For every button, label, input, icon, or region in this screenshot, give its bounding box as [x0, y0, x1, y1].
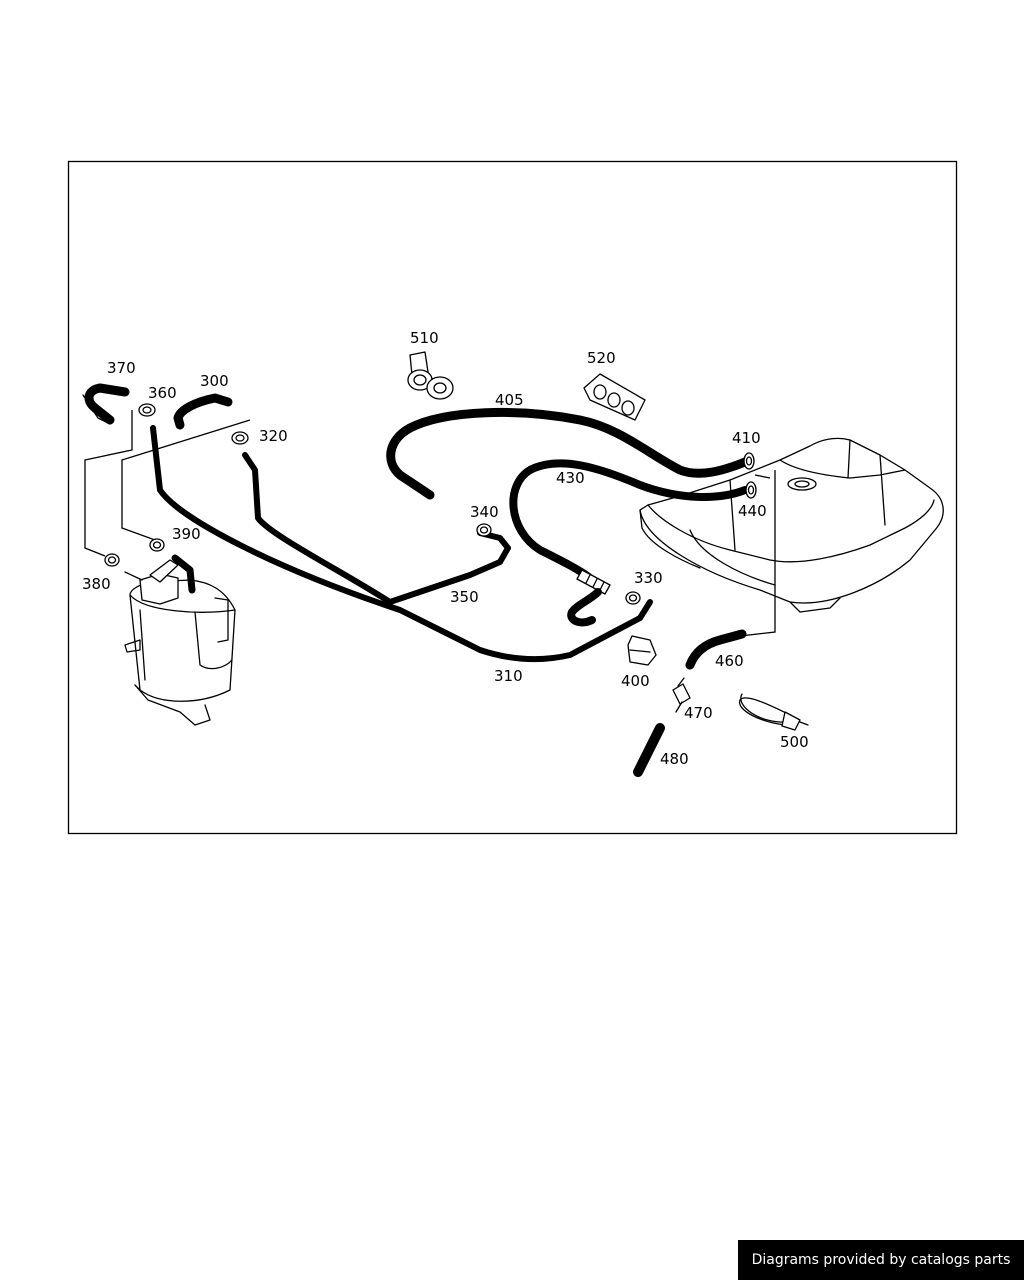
strap-500	[739, 693, 809, 731]
fuel-line-310	[150, 425, 653, 663]
credit-banner: Diagrams provided by catalogs parts	[738, 1240, 1024, 1280]
label-500: 500	[780, 733, 809, 751]
bracket-510	[407, 351, 454, 400]
label-380: 380	[82, 575, 111, 593]
credit-text: Diagrams provided by catalogs parts	[751, 1252, 1011, 1268]
clamp-330	[625, 591, 641, 605]
leader-lines	[84, 410, 776, 637]
label-410: 410	[732, 429, 761, 447]
label-340: 340	[470, 503, 499, 521]
clamp-340	[476, 523, 492, 537]
label-480: 480	[660, 750, 689, 768]
clamp-320	[231, 431, 249, 445]
clamp-440	[745, 481, 757, 499]
label-430: 430	[556, 469, 585, 487]
clamp-410	[743, 452, 755, 470]
diagram-frame	[67, 160, 958, 835]
label-360: 360	[148, 384, 177, 402]
hose-430	[509, 459, 749, 627]
label-460: 460	[715, 652, 744, 670]
clip-400	[627, 635, 657, 666]
label-390: 390	[172, 525, 201, 543]
charcoal-canister	[124, 554, 236, 726]
clamp-360	[138, 403, 156, 417]
label-470: 470	[684, 704, 713, 722]
bracket-520	[583, 373, 646, 421]
label-300: 300	[200, 372, 229, 390]
label-350: 350	[450, 588, 479, 606]
label-320: 320	[259, 427, 288, 445]
hose-370	[82, 383, 130, 425]
hose-405	[386, 407, 750, 500]
label-405: 405	[495, 391, 524, 409]
clamp-390	[149, 538, 165, 552]
fuel-line-350	[242, 452, 511, 605]
hose-300	[173, 393, 233, 430]
label-330: 330	[634, 569, 663, 587]
label-310: 310	[494, 667, 523, 685]
hose-460	[685, 629, 747, 670]
label-440: 440	[738, 502, 767, 520]
label-370: 370	[107, 359, 136, 377]
clamp-380	[104, 553, 120, 567]
label-510: 510	[410, 329, 439, 347]
valve-470	[672, 677, 691, 713]
fuel-tank	[639, 437, 944, 613]
part-labels: 370 360 300 320 390 380 510 520 405 410 …	[82, 329, 809, 768]
label-400: 400	[621, 672, 650, 690]
hose-480	[633, 723, 665, 777]
label-520: 520	[587, 349, 616, 367]
